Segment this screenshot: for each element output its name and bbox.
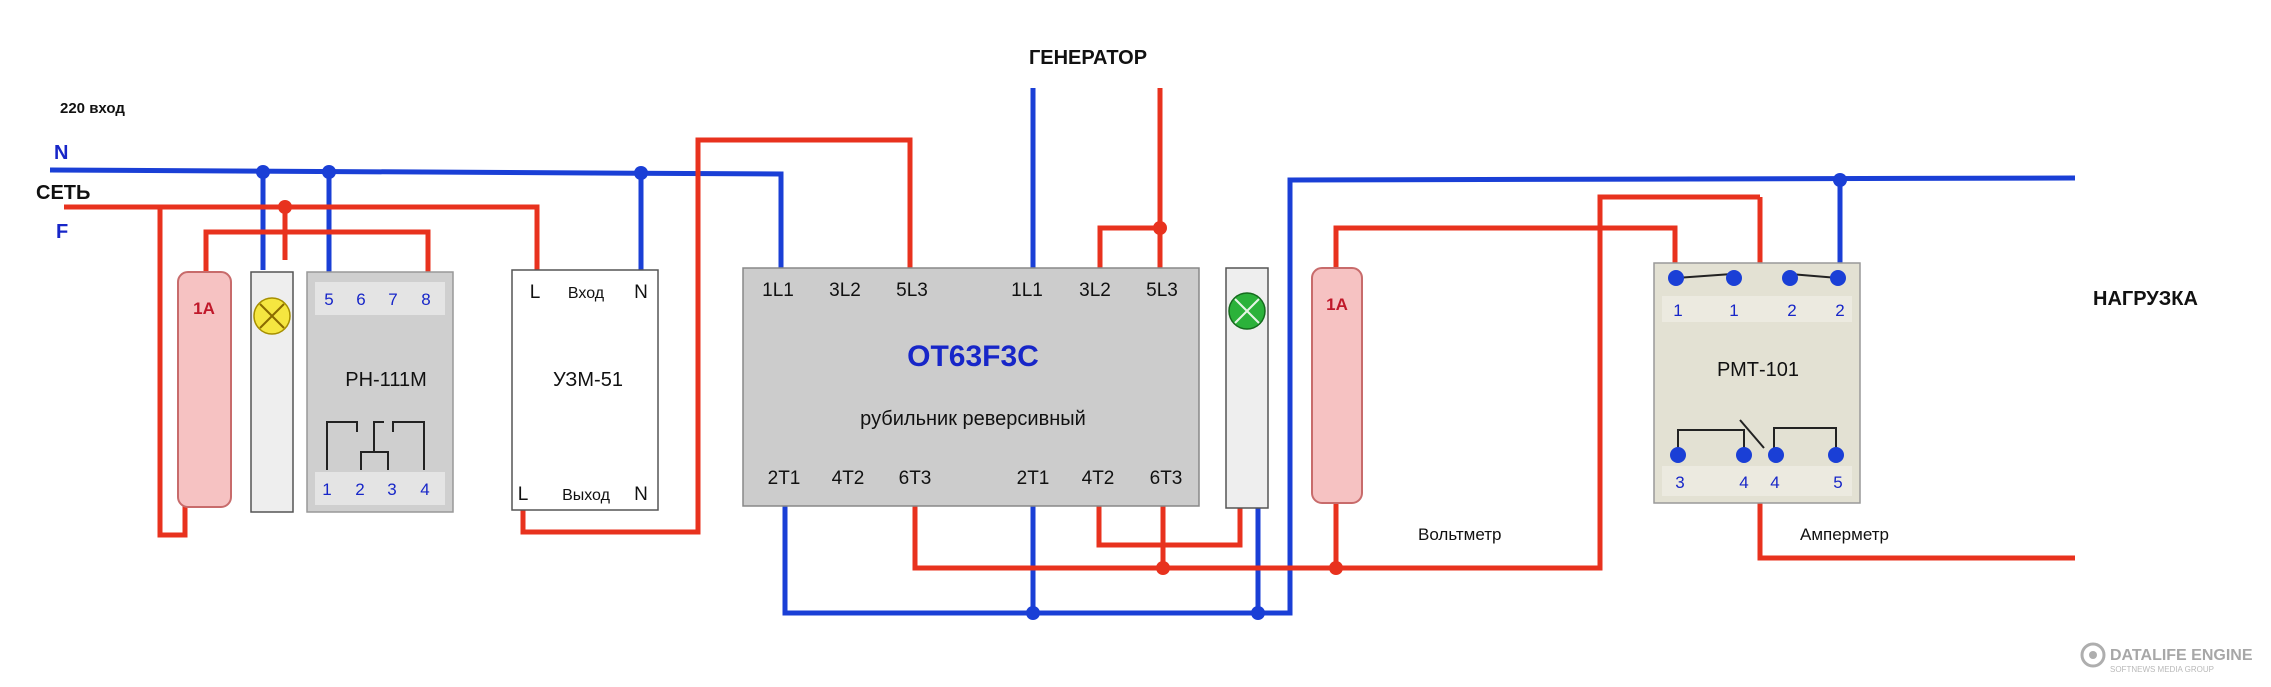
uzm-top-right: N (634, 282, 648, 303)
rmt-top-terminal-3: 2 (1787, 301, 1796, 320)
sw-top-2: 3L2 (829, 280, 861, 301)
sw-top-1: 1L1 (762, 280, 794, 301)
junction-dots (256, 165, 1847, 620)
relay-contacts-symbol (326, 421, 425, 470)
indicator-lamp-green (1225, 267, 1269, 509)
datalife-logo-icon (2080, 642, 2106, 668)
sw-top-6: 5L3 (1146, 280, 1178, 301)
n-label: N (54, 142, 68, 164)
voltmeter-label: Вольтметр (1418, 525, 1501, 544)
watermark-title: DATALIFE ENGINE (2110, 647, 2253, 664)
uzm-top-mid: Вход (568, 285, 605, 302)
rmt-bottom-terminal-4: 5 (1833, 473, 1842, 492)
uzm-bot-left: L (518, 484, 529, 505)
sw-bot-5: 4T2 (1082, 468, 1115, 489)
rmt-top-terminal-1: 1 (1673, 301, 1682, 320)
sw-bot-1: 2T1 (768, 468, 801, 489)
indicator-lamp-yellow (250, 271, 294, 513)
rmt-bottom-terminal-1: 3 (1675, 473, 1684, 492)
set-label: СЕТЬ (36, 182, 90, 204)
rn-bottom-terminal-2: 2 (355, 480, 364, 499)
datalife-engine-watermark: DATALIFE ENGINE SOFTNEWS MEDIA GROUP (2080, 642, 2253, 674)
generator-label: ГЕНЕРАТОР (1029, 47, 1147, 69)
rmt101-name: РМТ-101 (1717, 359, 1799, 381)
watermark-subtitle: SOFTNEWS MEDIA GROUP (2110, 665, 2214, 674)
breaker-left-label: 1A (193, 299, 215, 318)
breaker-right-label: 1A (1326, 295, 1348, 314)
sw-bot-6: 6T3 (1150, 468, 1183, 489)
sw-top-4: 1L1 (1011, 280, 1043, 301)
rn-top-terminal-4: 8 (421, 290, 430, 309)
uzm51-module: L Вход N УЗМ-51 L Выход N (511, 269, 659, 511)
rmt-bottom-terminal-2: 4 (1739, 473, 1748, 492)
relay-rn111m: 5 6 7 8 РН-111М 1 2 3 4 (306, 271, 454, 513)
breaker-left: 1A (177, 271, 232, 508)
rn-top-terminal-2: 6 (356, 290, 365, 309)
sw-top-3: 5L3 (896, 280, 928, 301)
f-label: F (56, 221, 68, 243)
rmt-contacts-symbol (1677, 419, 1837, 453)
rn-bottom-terminal-3: 3 (387, 480, 396, 499)
relay-rmt101: 1 1 2 2 РМТ-101 3 4 4 5 (1653, 262, 1861, 504)
rmt-top-terminal-2: 1 (1729, 301, 1738, 320)
breaker-right: 1A (1311, 267, 1363, 504)
uzm51-name: УЗМ-51 (553, 369, 623, 391)
rn-top-terminal-1: 5 (324, 290, 333, 309)
switch-subtitle: рубильник реверсивный (860, 408, 1086, 430)
input-220-label: 220 вход (60, 100, 125, 117)
rmt-bottom-terminal-3: 4 (1770, 473, 1779, 492)
switch-name: OT63F3C (907, 340, 1039, 373)
changeover-switch-ot63f3c: 1L1 3L2 5L3 1L1 3L2 5L3 OT63F3C рубильни… (742, 267, 1200, 507)
sw-bot-3: 6T3 (899, 468, 932, 489)
sw-top-5: 3L2 (1079, 280, 1111, 301)
uzm-bot-right: N (634, 484, 648, 505)
rn-bottom-terminal-4: 4 (420, 480, 429, 499)
rn-bottom-terminal-1: 1 (322, 480, 331, 499)
rn111m-name: РН-111М (345, 369, 427, 391)
load-label: НАГРУЗКА (2093, 288, 2198, 310)
uzm-bot-mid: Выход (562, 487, 611, 504)
uzm-top-left: L (530, 282, 541, 303)
sw-bot-4: 2T1 (1017, 468, 1050, 489)
sw-bot-2: 4T2 (832, 468, 865, 489)
ammeter-label: Амперметр (1800, 525, 1889, 544)
rmt-top-terminal-4: 2 (1835, 301, 1844, 320)
rn-top-terminal-3: 7 (388, 290, 397, 309)
